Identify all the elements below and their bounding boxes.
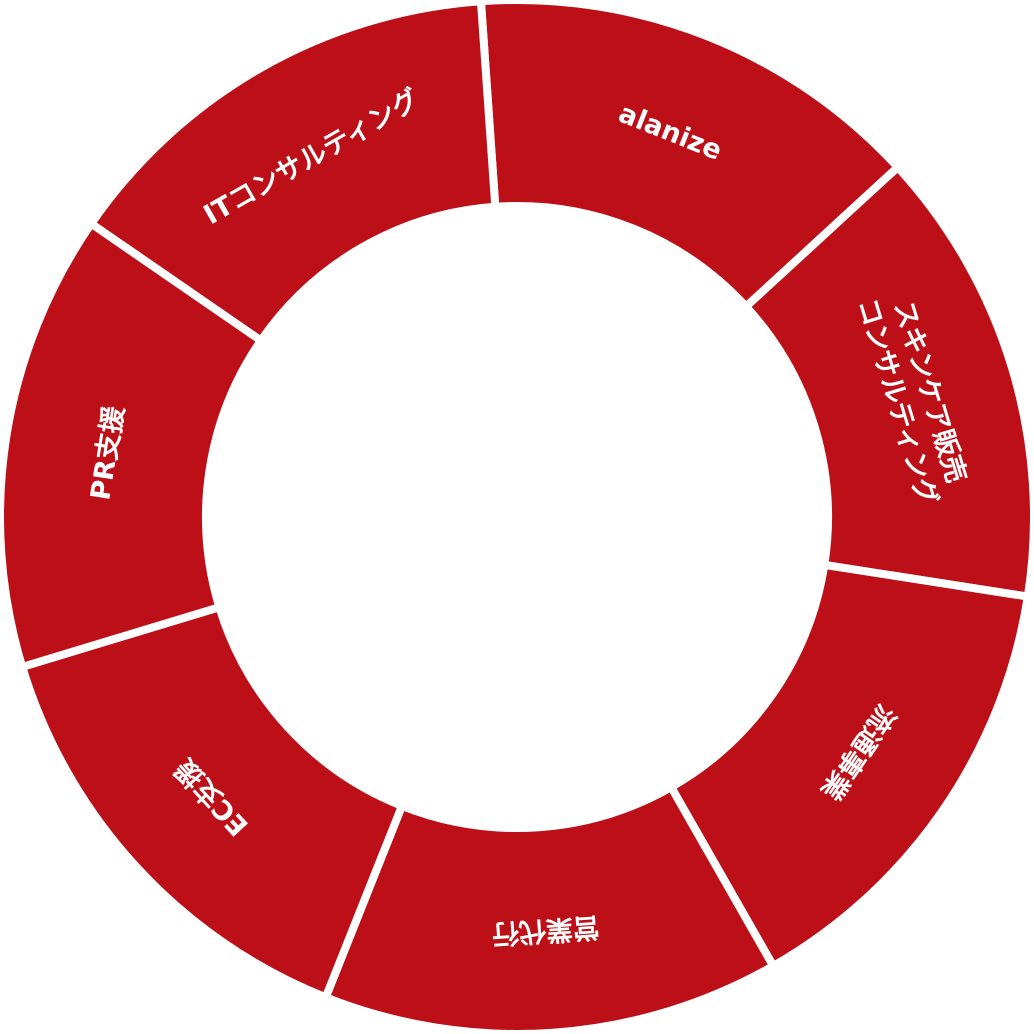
ring-segment-5	[17, 602, 408, 1003]
segment-label-group-4: 営業代行	[491, 911, 601, 950]
ring-segment-2	[740, 161, 1034, 602]
segment-label-4-line-1: 営業代行	[491, 911, 601, 950]
ring-segment-3	[665, 560, 1033, 972]
ring-segment-7	[85, 0, 500, 347]
ring-segment-6	[0, 218, 267, 672]
ring-segment-1	[476, 0, 904, 313]
ring-segment-4	[320, 781, 779, 1034]
